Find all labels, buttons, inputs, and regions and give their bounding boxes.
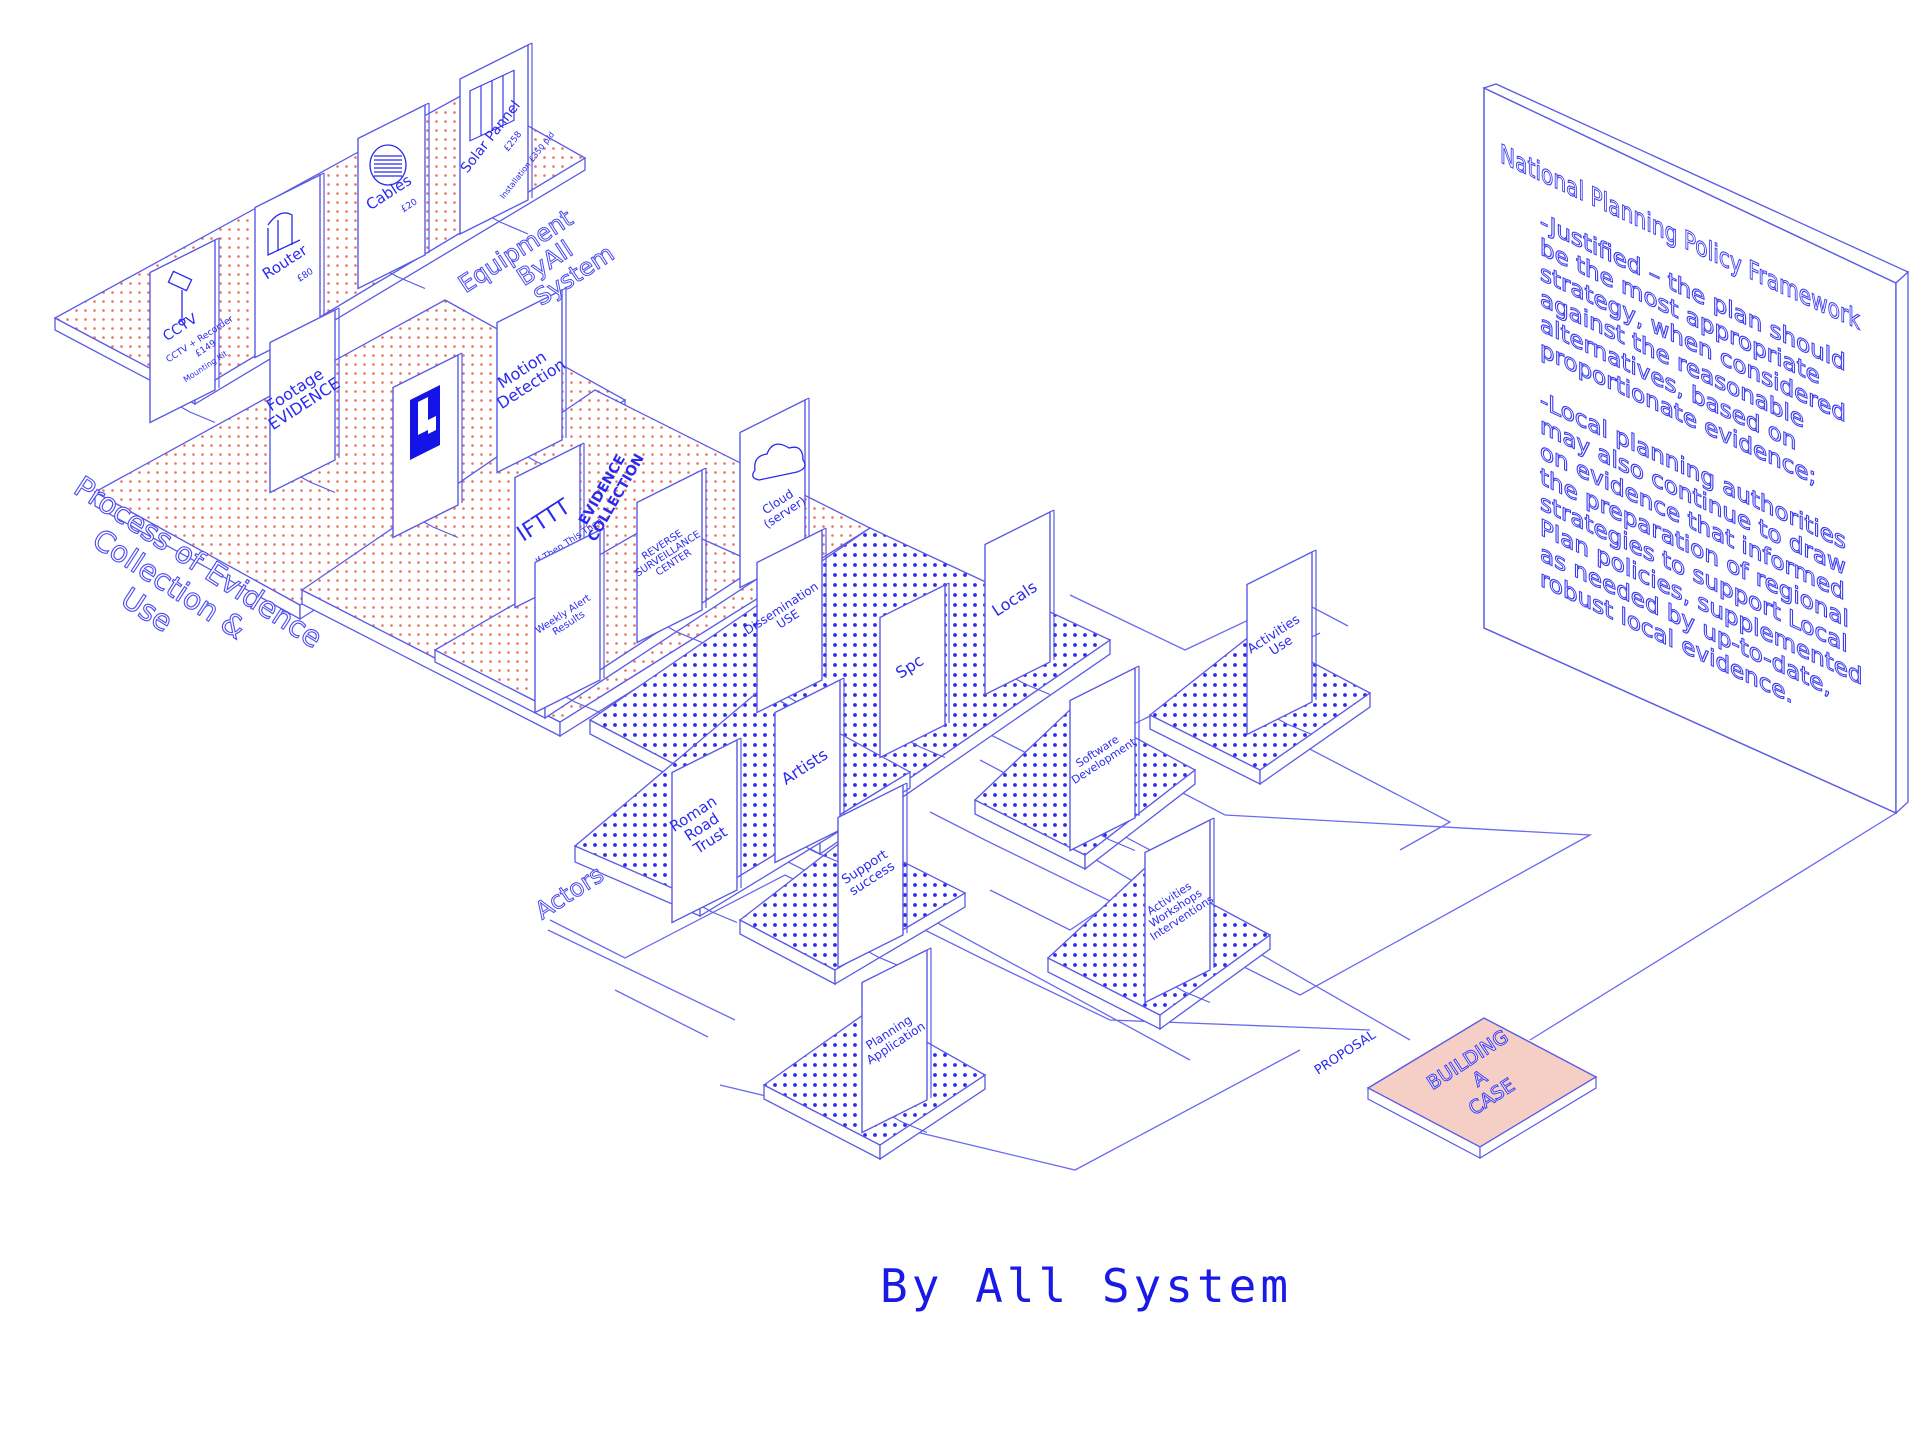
card-locals: Locals	[984, 509, 1055, 696]
flow-line	[1249, 717, 1452, 851]
card-cables: Cables£20	[357, 102, 430, 290]
platforms	[53, 91, 1372, 1161]
cable-spool-icon	[369, 144, 407, 186]
page-title: By All System	[880, 1259, 1292, 1313]
solar-panel-icon	[469, 69, 515, 142]
cloud-icon	[752, 443, 806, 481]
router-icon	[267, 212, 301, 257]
flow-line	[1069, 594, 1349, 651]
flow-line	[614, 989, 709, 1038]
card-cloud: Cloud(server)	[739, 397, 810, 589]
cctv-icon	[167, 270, 193, 326]
card-router: Router£80	[254, 172, 325, 359]
policy-board: National Planning Policy Framework -Just…	[1482, 83, 1910, 1041]
flow-line	[547, 929, 736, 1021]
card-artists: Artists	[774, 677, 845, 864]
card-blocks	[392, 352, 463, 539]
actors-label: Actors	[530, 860, 609, 925]
card-spc: Spc	[879, 582, 950, 759]
flow-line	[929, 754, 1593, 996]
block-diagram-icon	[410, 385, 440, 460]
building-a-case: BUILDING A CASE PROPOSAL	[1312, 1017, 1598, 1160]
proposal-label: PROPOSAL	[1312, 1027, 1379, 1078]
